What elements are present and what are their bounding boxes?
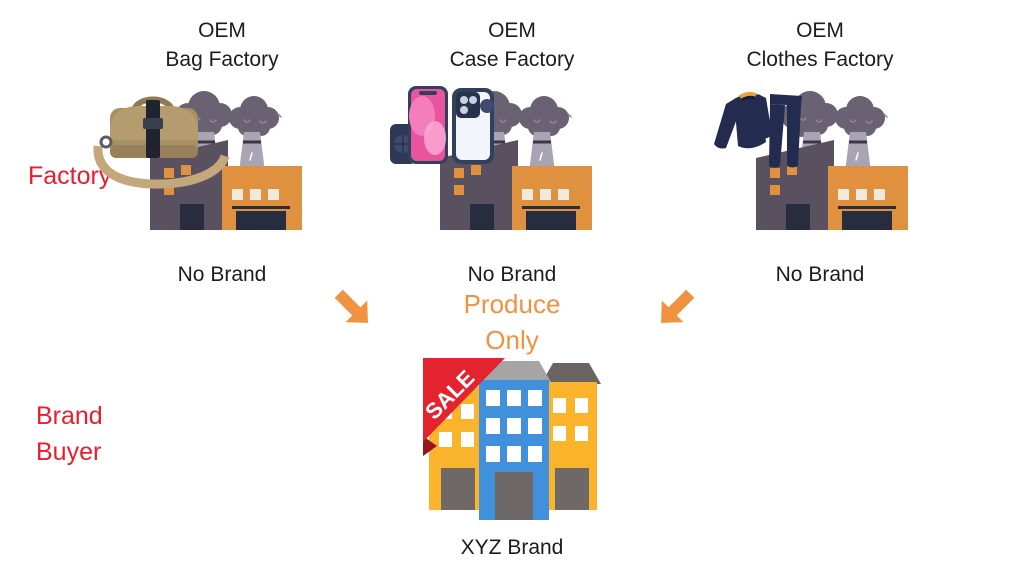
column-title-line1: OEM xyxy=(488,19,536,42)
column-title-line2: Clothes Factory xyxy=(746,48,894,71)
phone-cases-icon xyxy=(390,86,494,164)
no-brand-label: No Brand xyxy=(775,263,865,286)
column-title-line1: OEM xyxy=(796,19,844,42)
no-brand-label: No Brand xyxy=(177,263,267,286)
arrow-down-right-icon xyxy=(334,289,368,323)
column-title-case-factory: OEM Case Factory xyxy=(402,16,622,74)
brand-buyer-row-label: Brand Buyer xyxy=(36,402,103,466)
xyz-brand-label: XYZ Brand xyxy=(460,536,564,559)
column-title-line2: Bag Factory xyxy=(165,48,279,71)
column-title-line1: OEM xyxy=(198,19,246,42)
produce-only-label: Produce Only xyxy=(463,289,561,355)
factory-row-label: Factory xyxy=(28,162,112,190)
arrow-down-left-icon xyxy=(661,289,695,323)
brand-building-icon: SALE xyxy=(423,358,601,520)
column-title-clothes-factory: OEM Clothes Factory xyxy=(710,16,930,74)
thermal-clothes-icon xyxy=(714,91,802,168)
camera-bag-icon xyxy=(93,96,230,189)
column-title-bag-factory: OEM Bag Factory xyxy=(112,16,332,74)
no-brand-label: No Brand xyxy=(467,263,557,286)
column-title-line2: Case Factory xyxy=(449,48,575,71)
